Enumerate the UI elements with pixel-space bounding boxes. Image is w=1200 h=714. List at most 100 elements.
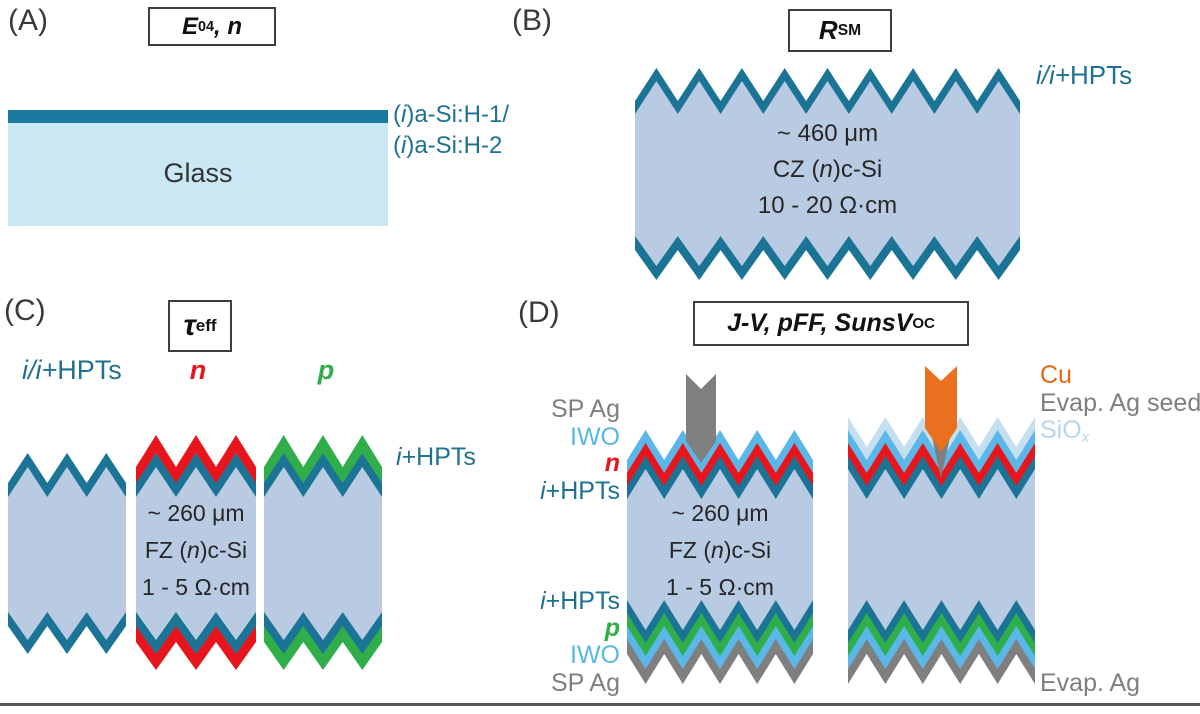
iihpts-label-b: i/i+HPTs <box>1036 60 1132 91</box>
hpt-layer-bottom-d1 <box>627 600 813 645</box>
ihpts-d-top-rest: +HPTs <box>545 477 620 505</box>
p-layer-bottom-c3 <box>264 626 382 670</box>
p-layer-top-c3 <box>264 435 382 485</box>
ihpts-d-top-i: i <box>540 477 546 505</box>
panel-c-title-main: τ <box>183 309 196 342</box>
cz-wafer-text: ~ 460 μm CZ (n)c-Si 10 - 20 Ω·cm <box>635 116 1020 224</box>
panel-d-title-main: J-V, pFF, SunsV <box>727 309 913 337</box>
panel-b-letter: (B) <box>512 4 552 37</box>
hpt-layer-top-c2 <box>136 453 256 498</box>
panel-d-letter: (D) <box>518 296 560 329</box>
glass-label: Glass <box>163 158 233 188</box>
fz-wafer-text-c: ~ 260 μm FZ (n)c-Si 1 - 5 Ω·cm <box>136 495 256 606</box>
cu-finger-electrode <box>925 366 957 452</box>
cz-mat-pre: CZ ( <box>772 156 820 183</box>
fz-wafer-body-d2 <box>848 469 1035 630</box>
fz-d-thickness: ~ 260 μm <box>671 500 769 526</box>
film-label-line1: (i)a-Si:H-1/ <box>393 99 509 130</box>
p-type-label-d: p <box>604 614 620 642</box>
iihpts-label-c: i/i+HPTs <box>22 355 122 386</box>
cu-label: Cu <box>1040 361 1072 389</box>
sp-ag-layer-bottom-d1 <box>627 639 813 684</box>
hpt-layer-bottom-b <box>635 236 1020 280</box>
film-label-line2: (i)a-Si:H-2 <box>393 130 509 161</box>
ihpts-top-label-d: i+HPTs <box>470 477 620 506</box>
n-layer-d1 <box>627 443 813 488</box>
hpt-layer-bottom-c3 <box>264 612 382 655</box>
n-type-label-c: n <box>189 355 207 385</box>
film1-post: )a-Si:H-1/ <box>406 101 510 128</box>
hpt-layer-bottom-c2 <box>136 612 256 655</box>
fz-d-mat-i: n <box>711 537 724 563</box>
iwo-layer-bottom-d1 <box>627 626 813 671</box>
fz-wafer-text-d: ~ 260 μm FZ (n)c-Si 1 - 5 Ω·cm <box>627 495 813 606</box>
fz-d-resistivity: 1 - 5 Ω·cm <box>666 574 774 600</box>
ihpts-c-rest: +HPTs <box>401 443 476 471</box>
panel-c-letter: (C) <box>4 294 46 327</box>
siox-sub: x <box>1081 428 1090 446</box>
film2-post: )a-Si:H-2 <box>406 132 503 159</box>
hpt-layer-top-c3 <box>264 453 382 498</box>
siox-main: SiO <box>1040 416 1082 444</box>
panel-c-title-sub: eff <box>195 316 217 335</box>
fz-d-mat-pre: FZ ( <box>668 537 712 563</box>
n-layer-top-c2 <box>136 435 256 485</box>
fz-wafer-body-c2 <box>136 467 256 640</box>
siox-label: SiOx <box>1040 416 1089 446</box>
hpt-layer-bottom-c1 <box>8 612 126 654</box>
glass-substrate <box>8 123 388 226</box>
n-layer-bottom-c2 <box>136 626 256 670</box>
sp-ag-finger-electrode <box>686 374 716 463</box>
panel-b-title-main: R <box>818 15 838 45</box>
film1-i: i <box>401 101 407 128</box>
p-type-label-c: p <box>317 355 335 385</box>
iwo-top-label: IWO <box>570 423 620 451</box>
film2-pre: ( <box>393 132 401 159</box>
panel-b-title-sub: SM <box>837 21 862 39</box>
panel-a-title-main: E <box>181 12 198 40</box>
cz-mat-post: )c-Si <box>832 156 883 183</box>
n-type-label-d: n <box>604 449 620 477</box>
p-layer-d1 <box>627 613 813 658</box>
hpt-layer-bottom-d2 <box>848 600 1035 645</box>
iwo-layer-top-d1 <box>627 430 813 475</box>
fz-c-thickness: ~ 260 μm <box>147 500 245 526</box>
fz-c-resistivity: 1 - 5 Ω·cm <box>142 574 250 600</box>
sp-ag-top-label: SP Ag <box>550 395 620 423</box>
ihpts-bottom-label-d: i+HPTs <box>470 587 620 616</box>
evap-ag-label: Evap. Ag <box>1040 669 1141 697</box>
hpt-layer-top-c1 <box>8 453 126 498</box>
cz-resistivity: 10 - 20 Ω·cm <box>757 192 898 219</box>
fz-c-mat-i: n <box>187 537 200 563</box>
panel-a-title-tail: , n <box>214 12 243 40</box>
hpt-layer-top-d1 <box>627 456 813 501</box>
p-layer-d2 <box>848 613 1035 658</box>
cz-wafer-body <box>635 81 1020 266</box>
hpt-layer-top-d2 <box>848 456 1035 501</box>
fz-c-mat-post: )c-Si <box>199 537 248 563</box>
fz-c-mat-pre: FZ ( <box>144 537 188 563</box>
iihpts-b-rest: HPTs <box>1069 60 1133 90</box>
fz-d-mat-post: )c-Si <box>723 537 772 563</box>
cz-thickness: ~ 460 μm <box>776 120 879 147</box>
ihpts-label-c: i+HPTs <box>396 443 476 472</box>
fz-wafer-body-c1 <box>8 467 126 640</box>
hpt-layer-top-b <box>635 68 1020 116</box>
evap-ag-seed-label: Evap. Ag seed <box>1040 389 1200 417</box>
figure-bottom-rule <box>0 703 1200 706</box>
panel-a-letter: (A) <box>8 4 48 37</box>
panel-a-title-sub: 04 <box>198 18 215 35</box>
fz-c-material: FZ (n)c-Si <box>136 532 256 569</box>
film-stack-label: (i)a-Si:H-1/ (i)a-Si:H-2 <box>393 99 509 161</box>
fz-wafer-body-d1 <box>627 469 813 630</box>
iwo-bottom-label: IWO <box>570 641 620 669</box>
cz-material: CZ (n)c-Si <box>635 152 1020 188</box>
sp-ag-bottom-label: SP Ag <box>550 669 620 697</box>
iwo-layer-bottom-d2 <box>848 626 1035 671</box>
